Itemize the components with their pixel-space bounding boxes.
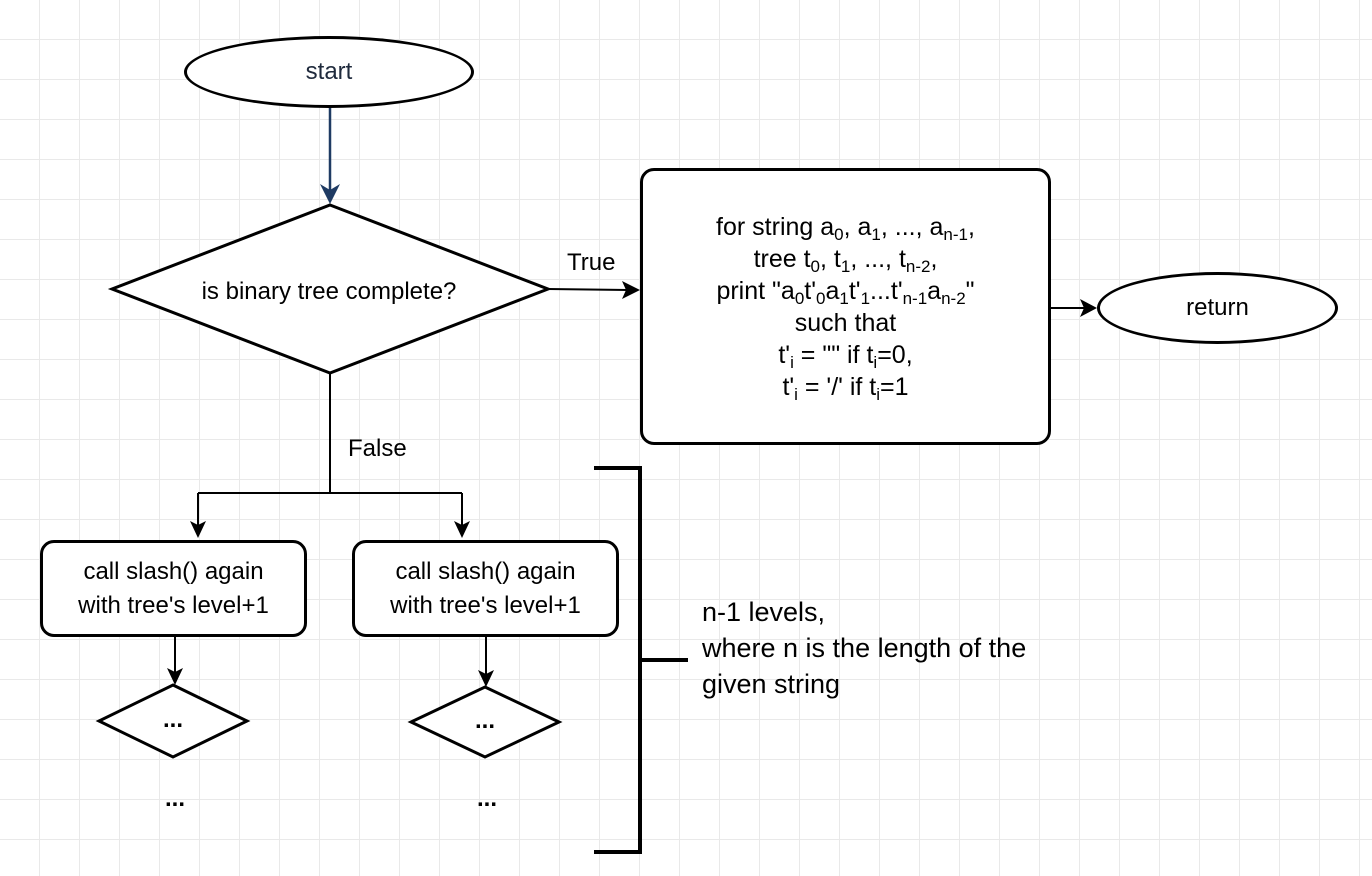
edge-true-arrowhead (622, 281, 640, 299)
levels-note-line-1: n-1 levels, (702, 597, 826, 627)
call-slash-box-right: call slash() again with tree's level+1 (352, 540, 619, 637)
ellipsis-diamond-left (95, 683, 251, 759)
print-process-box: for string a0, a1, ..., an-1, tree t0, t… (640, 168, 1051, 445)
call-right-line-1: call slash() again (395, 557, 576, 585)
levels-note: n-1 levels, where n is the length of the… (702, 594, 1026, 702)
process-line-3: print "a0t'0a1t'1...t'n-1an-2" (716, 276, 975, 308)
levels-bracket (594, 466, 642, 854)
process-line-1: for string a0, a1, ..., an-1, (716, 212, 975, 244)
return-terminal: return (1097, 272, 1338, 344)
call-left-line-1: call slash() again (83, 557, 264, 585)
call-left-line-2: with tree's level+1 (78, 591, 269, 619)
process-line-4: such that (794, 308, 897, 337)
return-label: return (1186, 294, 1249, 321)
process-line-6: t'i = '/' if ti=1 (782, 372, 909, 404)
levels-note-line-3: given string (702, 669, 841, 699)
process-line-5: t'i = "" if ti=0, (778, 340, 913, 372)
ellipsis-diamond-left-label: ... (162, 706, 184, 733)
decision-label: is binary tree complete? (201, 278, 457, 305)
levels-note-line-2: where n is the length of the (702, 633, 1027, 663)
ellipsis-diamond-right (407, 685, 563, 759)
edge-call-right-down-arrowhead (478, 670, 494, 687)
edge-call-right-arrowhead (454, 521, 470, 538)
edge-start-arrowhead (320, 184, 340, 204)
process-line-2: tree t0, t1, ..., tn-2, (753, 244, 938, 276)
edge-call-left-down-arrowhead (167, 668, 183, 685)
ellipsis-left: ... (164, 785, 186, 812)
true-label: True (567, 249, 616, 276)
call-right-line-2: with tree's level+1 (390, 591, 581, 619)
false-label: False (348, 435, 407, 462)
ellipsis-right: ... (476, 785, 498, 812)
edge-return-arrowhead (1080, 299, 1097, 317)
edge-true (547, 288, 629, 291)
ellipsis-diamond-right-label: ... (474, 707, 496, 734)
edge-call-left-arrowhead (190, 521, 206, 538)
call-slash-box-left: call slash() again with tree's level+1 (40, 540, 307, 637)
start-label: start (305, 58, 353, 85)
start-terminal: start (184, 36, 474, 108)
